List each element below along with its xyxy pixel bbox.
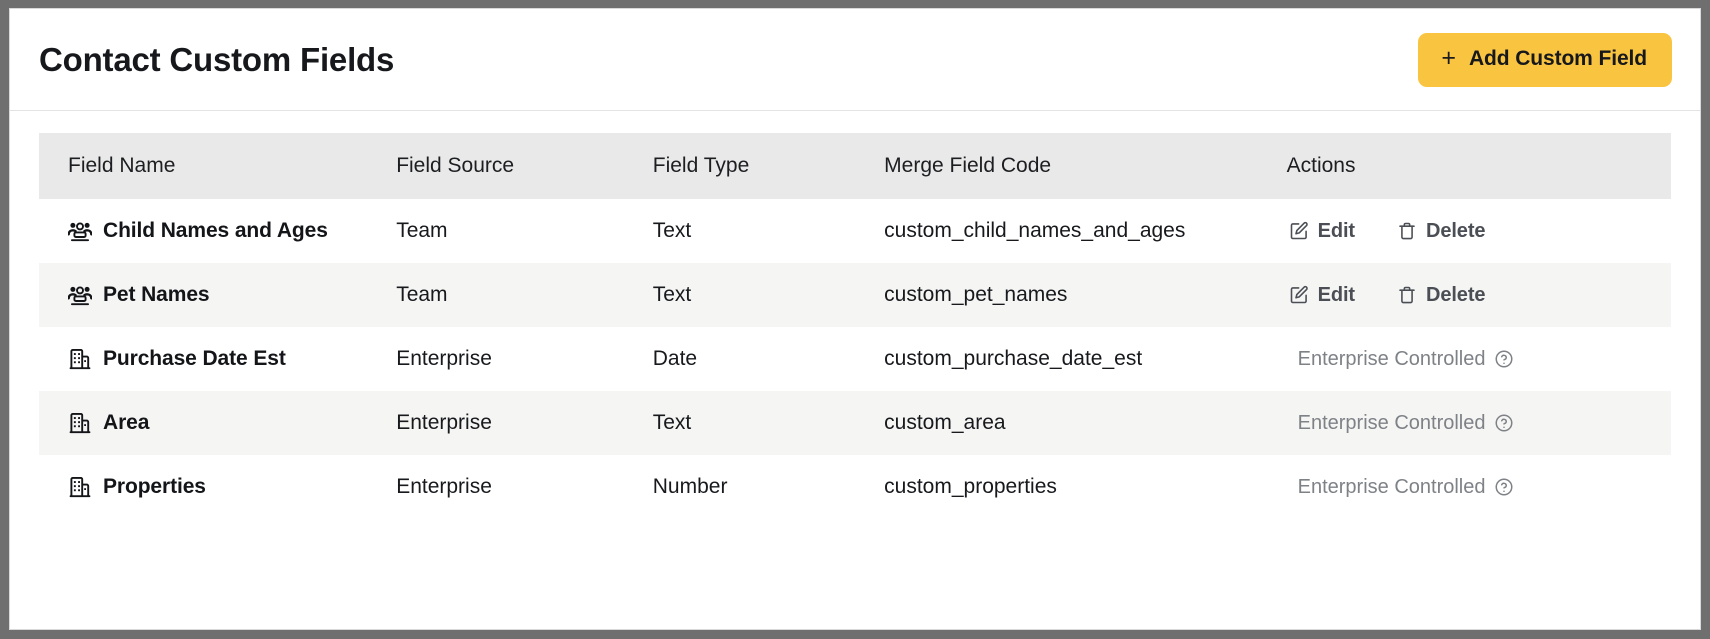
cell-field-name: Purchase Date Est xyxy=(39,327,397,391)
column-header-field-name: Field Name xyxy=(39,133,397,199)
enterprise-controlled-status: Enterprise Controlled xyxy=(1287,348,1671,371)
cell-field-type-value: Number xyxy=(652,475,728,498)
cell-field-type-value: Text xyxy=(652,219,692,242)
cell-field-name: Child Names and Ages xyxy=(39,199,397,263)
custom-fields-table: Field Name Field Source Field Type Merge… xyxy=(39,133,1671,519)
cell-merge-field-code: custom_purchase_date_est xyxy=(884,327,1287,391)
cell-merge-field-code: custom_area xyxy=(884,391,1287,455)
merge-field-code-value: custom_child_names_and_ages xyxy=(884,219,1186,242)
table-header: Field Name Field Source Field Type Merge… xyxy=(39,133,1671,199)
help-circle-icon[interactable] xyxy=(1494,477,1514,497)
cell-field-source: Enterprise xyxy=(396,455,653,519)
edit-pencil-icon xyxy=(1289,221,1309,241)
enterprise-controlled-status: Enterprise Controlled xyxy=(1287,412,1671,435)
delete-button-label: Delete xyxy=(1425,283,1486,306)
column-header-field-type: Field Type xyxy=(652,133,885,199)
column-header-merge-code: Merge Field Code xyxy=(884,133,1287,199)
table-row: Area Enterprise Text custom_area Enterprise … xyxy=(39,391,1671,455)
building-icon xyxy=(68,347,92,371)
delete-button-label: Delete xyxy=(1425,219,1486,242)
building-icon xyxy=(68,475,92,499)
help-circle-icon[interactable] xyxy=(1494,349,1514,369)
cell-field-source-value: Enterprise xyxy=(396,411,492,434)
edit-button-label: Edit xyxy=(1317,219,1355,242)
delete-button[interactable]: Delete xyxy=(1395,280,1487,311)
cell-field-type-value: Text xyxy=(652,411,692,434)
table-row: Child Names and Ages Team Text custom_child… xyxy=(39,199,1671,263)
page-title: Contact Custom Fields xyxy=(39,40,395,78)
enterprise-controlled-label: Enterprise Controlled xyxy=(1297,475,1486,498)
table-row: Pet Names Team Text custom_pet_names Edit Del… xyxy=(39,263,1671,327)
cell-field-type-value: Text xyxy=(652,283,692,306)
cell-field-type: Date xyxy=(652,327,885,391)
cell-field-name: Pet Names xyxy=(39,263,397,327)
cell-field-source: Team xyxy=(396,263,653,327)
cell-merge-field-code: custom_child_names_and_ages xyxy=(884,199,1287,263)
users-group-icon xyxy=(68,283,92,307)
add-custom-field-button[interactable]: + Add Custom Field xyxy=(1418,32,1672,87)
cell-merge-field-code: custom_properties xyxy=(884,455,1287,519)
cell-field-source-value: Team xyxy=(396,283,448,306)
table-row: Properties Enterprise Number custom_propert… xyxy=(39,455,1671,519)
cell-field-type-value: Date xyxy=(652,347,698,370)
cell-actions: Edit Delete xyxy=(1286,263,1671,327)
trash-icon xyxy=(1397,221,1417,241)
cell-field-type: Text xyxy=(652,199,885,263)
building-icon xyxy=(68,411,92,435)
cell-field-name: Properties xyxy=(39,455,397,519)
edit-button[interactable]: Edit xyxy=(1287,216,1357,247)
cell-field-type: Text xyxy=(652,391,885,455)
cell-field-source-value: Team xyxy=(396,219,448,242)
cell-field-type: Number xyxy=(652,455,885,519)
cell-field-source-value: Enterprise xyxy=(396,347,492,370)
help-circle-icon[interactable] xyxy=(1494,413,1514,433)
cell-field-type: Text xyxy=(652,263,885,327)
table-header-row: Field Name Field Source Field Type Merge… xyxy=(39,133,1671,199)
cell-field-name: Area xyxy=(39,391,397,455)
cell-field-source: Enterprise xyxy=(396,391,653,455)
column-header-actions: Actions xyxy=(1286,133,1671,199)
enterprise-controlled-status: Enterprise Controlled xyxy=(1287,476,1671,499)
table-row: Purchase Date Est Enterprise Date custom_pu… xyxy=(39,327,1671,391)
merge-field-code-value: custom_properties xyxy=(884,475,1057,498)
column-header-field-source: Field Source xyxy=(396,133,653,199)
cell-field-source-value: Enterprise xyxy=(396,475,492,498)
delete-button[interactable]: Delete xyxy=(1395,216,1487,247)
field-name-label: Purchase Date Est xyxy=(103,347,286,370)
cell-merge-field-code: custom_pet_names xyxy=(884,263,1287,327)
field-name-label: Area xyxy=(103,411,150,434)
merge-field-code-value: custom_area xyxy=(884,411,1006,434)
card-header: Contact Custom Fields + Add Custom Field xyxy=(10,9,1700,111)
field-name-label: Pet Names xyxy=(103,283,210,306)
table-container: Field Name Field Source Field Type Merge… xyxy=(10,111,1700,519)
trash-icon xyxy=(1397,285,1417,305)
edit-button[interactable]: Edit xyxy=(1287,280,1357,311)
cell-actions: Enterprise Controlled xyxy=(1286,327,1671,391)
cell-actions: Enterprise Controlled xyxy=(1286,391,1671,455)
field-name-label: Child Names and Ages xyxy=(103,219,328,242)
cell-field-source: Enterprise xyxy=(396,327,653,391)
users-group-icon xyxy=(68,219,92,243)
edit-pencil-icon xyxy=(1289,285,1309,305)
cell-field-source: Team xyxy=(396,199,653,263)
cell-actions: Edit Delete xyxy=(1286,199,1671,263)
field-name-label: Properties xyxy=(103,475,206,498)
edit-button-label: Edit xyxy=(1317,283,1355,306)
enterprise-controlled-label: Enterprise Controlled xyxy=(1297,411,1486,434)
merge-field-code-value: custom_purchase_date_est xyxy=(884,347,1143,370)
merge-field-code-value: custom_pet_names xyxy=(884,283,1068,306)
cell-actions: Enterprise Controlled xyxy=(1286,455,1671,519)
custom-fields-card: Contact Custom Fields + Add Custom Field… xyxy=(9,8,1701,630)
plus-icon: + xyxy=(1441,43,1456,72)
enterprise-controlled-label: Enterprise Controlled xyxy=(1297,347,1486,370)
add-custom-field-label: Add Custom Field xyxy=(1468,47,1647,70)
